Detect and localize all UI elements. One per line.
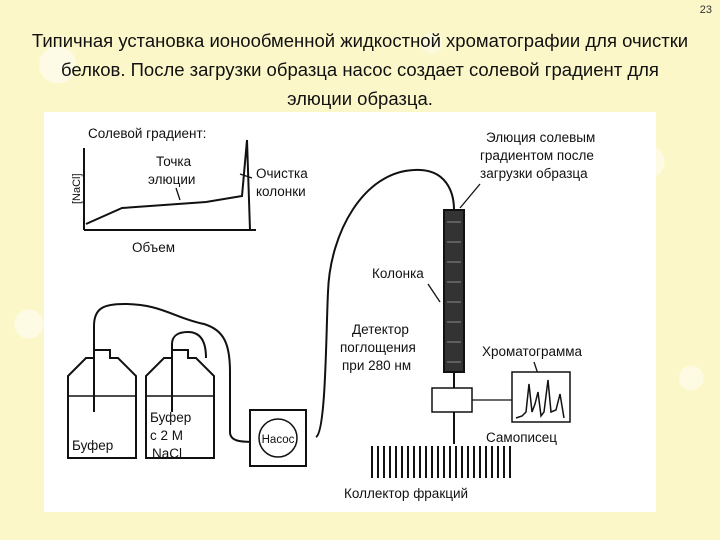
elution-point-label-2: элюции [148, 172, 195, 187]
elution-point-arrow [175, 187, 181, 201]
gradient-curve [85, 139, 251, 231]
fraction-collector-label: Коллектор фракций [344, 486, 468, 501]
elution-note-1: Элюция солевым [486, 130, 595, 145]
detector-label-3: при 280 нм [342, 358, 411, 373]
column-label: Колонка [372, 266, 424, 281]
column [443, 209, 465, 373]
detector-label-1: Детектор [352, 322, 409, 337]
elution-note-2: градиентом после [480, 148, 594, 163]
elution-note-3: загрузки образца [480, 166, 588, 181]
column-cleaning-label-1: Очистка [256, 166, 308, 181]
fraction-collector [371, 446, 511, 478]
gradient-title: Солевой градиент: [88, 126, 206, 141]
elution-point-label-1: Точка [156, 154, 192, 169]
tubing-pump-to-column [315, 168, 455, 438]
salt-buffer-bottle [145, 349, 215, 459]
recorder-label: Самописец [486, 430, 557, 445]
column-cleaning-label-2: колонки [256, 184, 306, 199]
chromatography-diagram: Солевой градиент: [NaCl] Объем Точка элю… [44, 112, 656, 512]
slide-title: Типичная установка ионообменной жидкостн… [31, 30, 689, 109]
elution-note-arrow [459, 183, 481, 209]
pump-rotor [258, 418, 298, 458]
column-arrow [427, 283, 441, 303]
x-axis-label: Объем [132, 240, 175, 255]
diagram-svg: Солевой градиент: [NaCl] Объем Точка элю… [67, 126, 595, 501]
buffer-bottle [67, 349, 137, 459]
salt-buffer-label-3: NaCl [152, 446, 182, 461]
tubing-buffer [93, 302, 259, 443]
y-axis-label: [NaCl] [71, 173, 83, 204]
column-cleaning-arrow [239, 173, 253, 179]
detector [431, 387, 473, 413]
tubing-salt-buffer [171, 330, 207, 412]
salt-buffer-label-1: Буфер [150, 410, 191, 425]
pump-label: Насос [262, 434, 295, 446]
detector-label-2: поглощения [340, 340, 416, 355]
chromatogram-trace [515, 379, 565, 419]
chromatogram-label: Хроматограмма [482, 344, 583, 359]
buffer-label: Буфер [72, 438, 113, 453]
slide-number: 23 [699, 4, 712, 16]
column-texture [447, 221, 461, 363]
salt-buffer-label-2: с 2 М [150, 428, 183, 443]
